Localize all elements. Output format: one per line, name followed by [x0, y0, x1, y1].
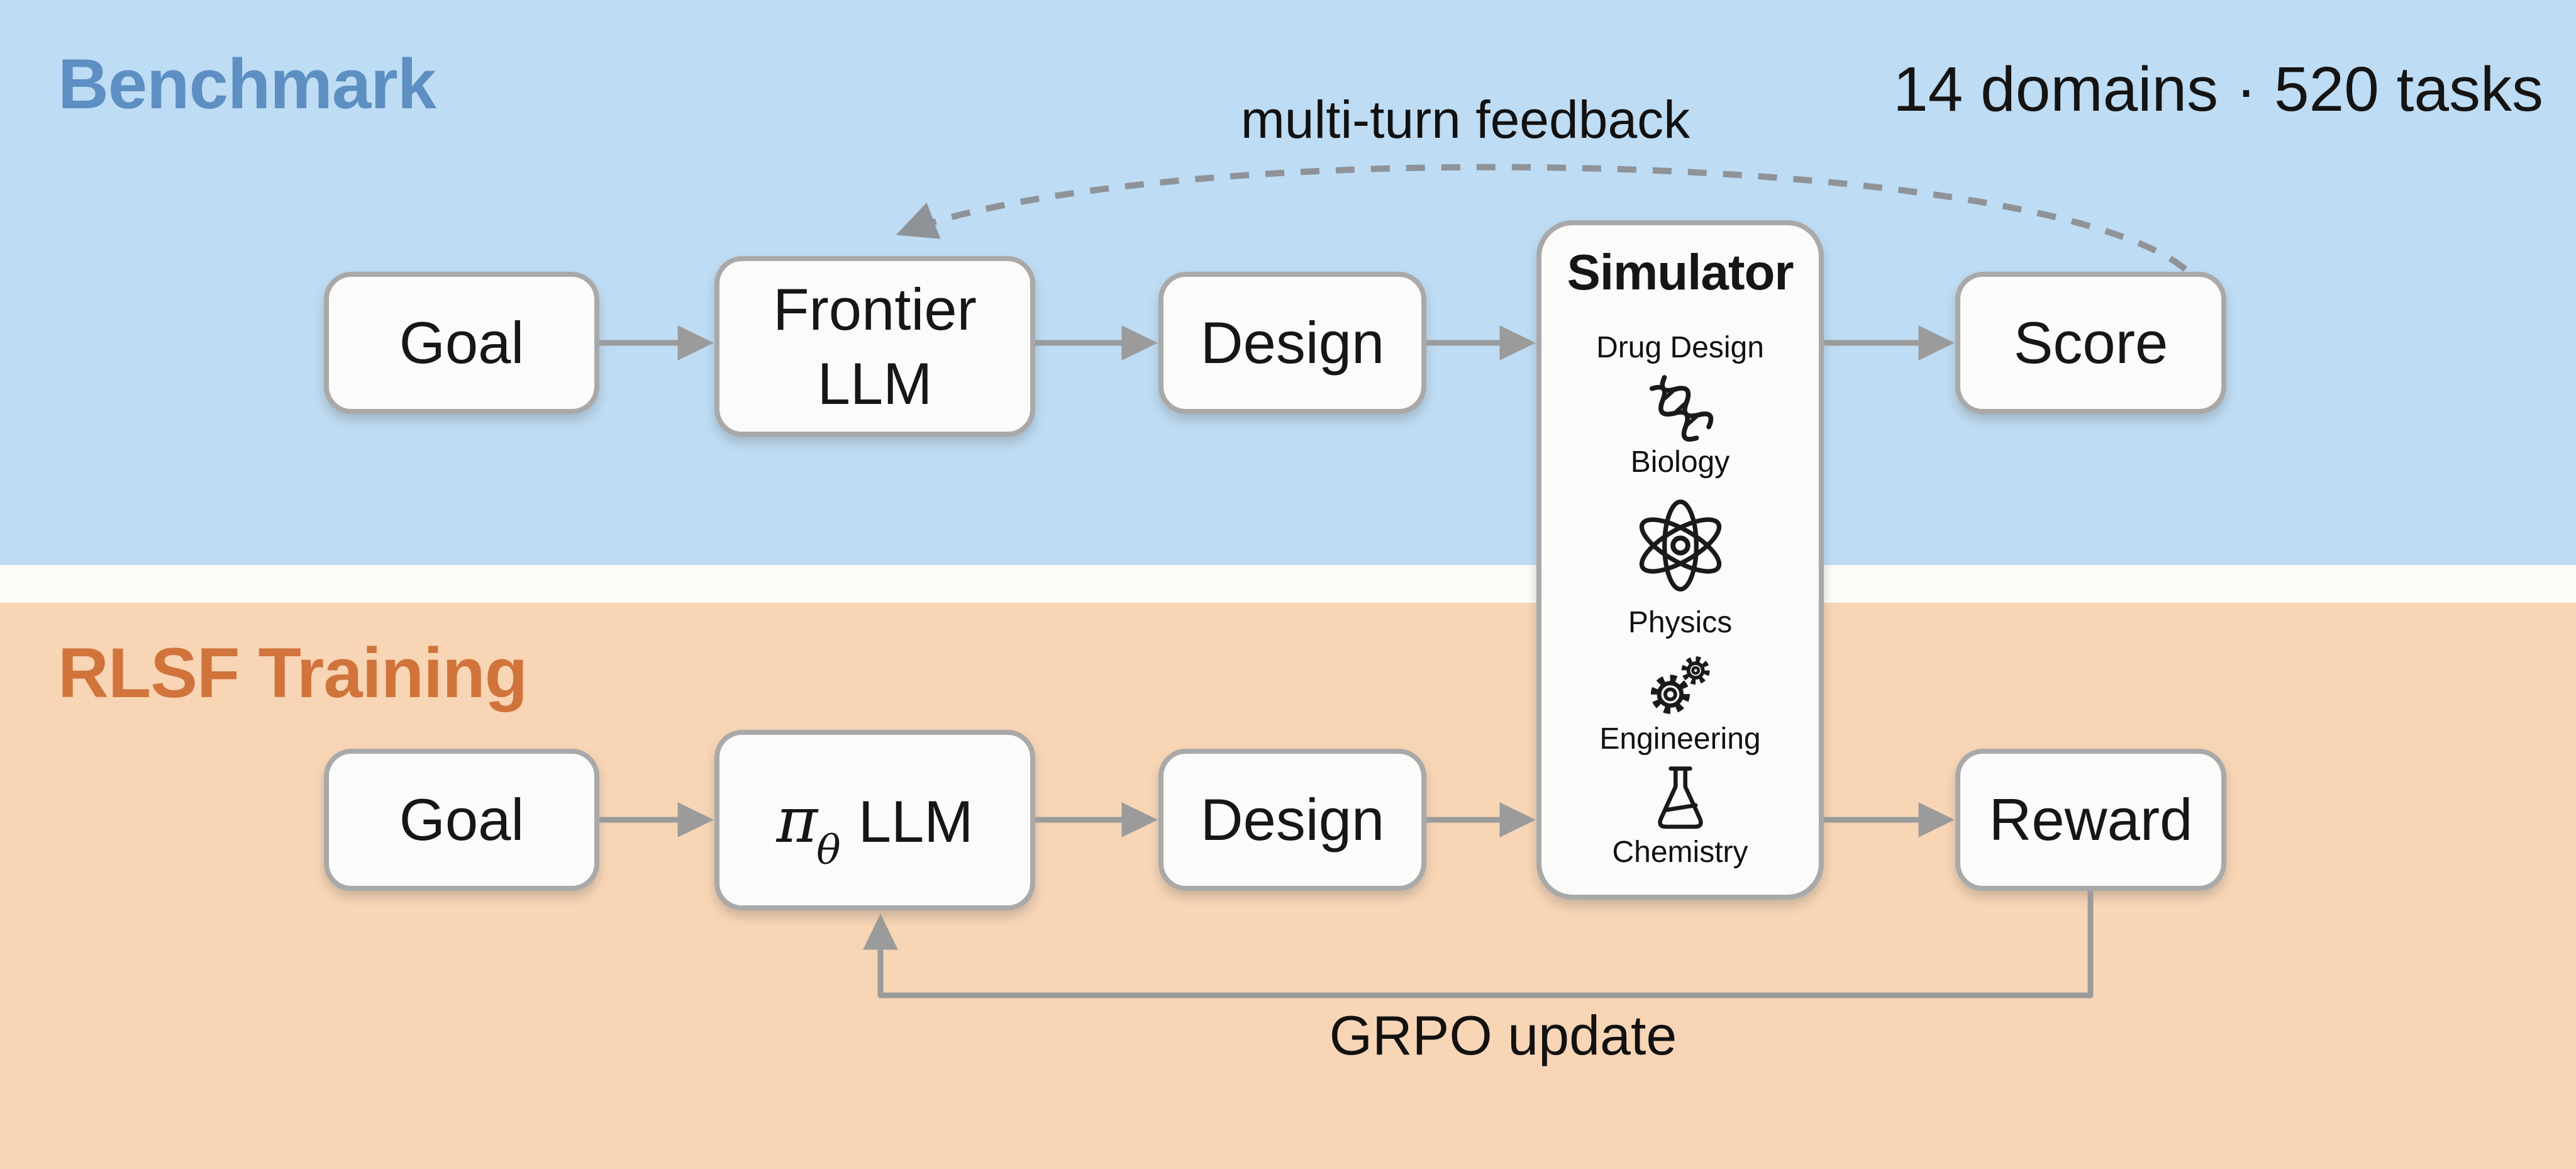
benchmark-goal-box: Goal [324, 272, 599, 414]
domain-label-biology: Biology [1630, 445, 1730, 479]
domain-label-drug-design: Drug Design [1596, 331, 1764, 364]
flask-icon [1657, 766, 1703, 829]
frontier-llm-box: Frontier LLM [714, 256, 1035, 437]
training-goal-label: Goal [399, 786, 525, 853]
grpo-update-label: GRPO update [1329, 1004, 1677, 1066]
policy-llm-label: πθ LLM [776, 781, 974, 871]
benchmark-design-box: Design [1158, 272, 1426, 414]
frontier-llm-line2: LLM [817, 350, 933, 417]
frontier-llm-label: Frontier LLM [773, 272, 977, 420]
domain-label-chemistry: Chemistry [1612, 836, 1748, 869]
domain-label-physics: Physics [1628, 606, 1733, 639]
simulator-box: Simulator Drug Design Biology Physics [1536, 220, 1824, 900]
reward-label: Reward [1989, 786, 2193, 853]
simulator-title: Simulator [1567, 244, 1794, 300]
atom-icon [1639, 499, 1721, 592]
domain-task-stats: 14 domains · 520 tasks [1893, 54, 2543, 125]
multi-turn-feedback-label: multi-turn feedback [1240, 90, 1690, 149]
training-title: RLSF Training [58, 634, 528, 712]
benchmark-title: Benchmark [58, 45, 436, 123]
score-label: Score [2013, 310, 2168, 376]
score-box: Score [1955, 272, 2226, 414]
policy-llm-text: LLM [858, 788, 974, 854]
frontier-llm-line1: Frontier [773, 276, 977, 342]
training-design-box: Design [1158, 749, 1426, 891]
gears-icon [1650, 656, 1710, 714]
domain-label-engineering: Engineering [1599, 722, 1761, 756]
theta-subscript: θ [816, 827, 841, 874]
policy-llm-box: πθ LLM [714, 730, 1035, 910]
training-goal-box: Goal [324, 749, 599, 891]
benchmark-goal-label: Goal [399, 310, 525, 376]
pi-symbol: π [776, 783, 818, 857]
dna-icon [1649, 375, 1713, 442]
reward-box: Reward [1955, 749, 2226, 891]
training-design-label: Design [1200, 786, 1385, 853]
band-divider [0, 565, 2576, 603]
benchmark-design-label: Design [1200, 310, 1385, 376]
